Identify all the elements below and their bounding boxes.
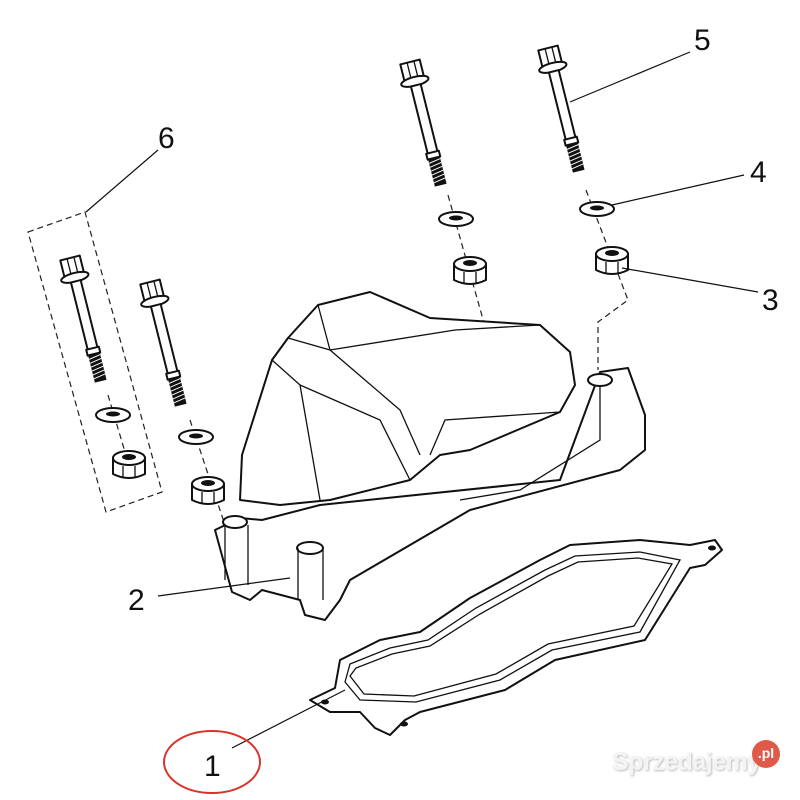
bolt-5 [533,43,594,176]
gasket [309,539,723,736]
callout-4: 4 [750,156,767,189]
leader-lines [85,51,759,749]
washer [178,429,214,445]
valve-cover [214,291,646,621]
washer [95,407,131,423]
callout-6: 6 [158,122,175,155]
washer [438,211,474,227]
bolt-group6-right [135,277,196,410]
grommet-3 [595,246,629,275]
callout-3: 3 [762,284,779,317]
callout-1: 1 [204,750,221,783]
callout-1-highlight-circle [163,730,261,794]
watermark-logo: Sprzedajemy [612,748,761,776]
grommet [112,450,146,479]
group-6-boundary [27,211,163,513]
grommet [191,476,225,505]
watermark-badge: .pl [752,740,780,768]
bolt-middle [395,57,456,190]
grommet [453,256,487,285]
callout-2: 2 [128,584,145,617]
callout-5: 5 [694,24,711,57]
washer-4 [579,201,615,217]
